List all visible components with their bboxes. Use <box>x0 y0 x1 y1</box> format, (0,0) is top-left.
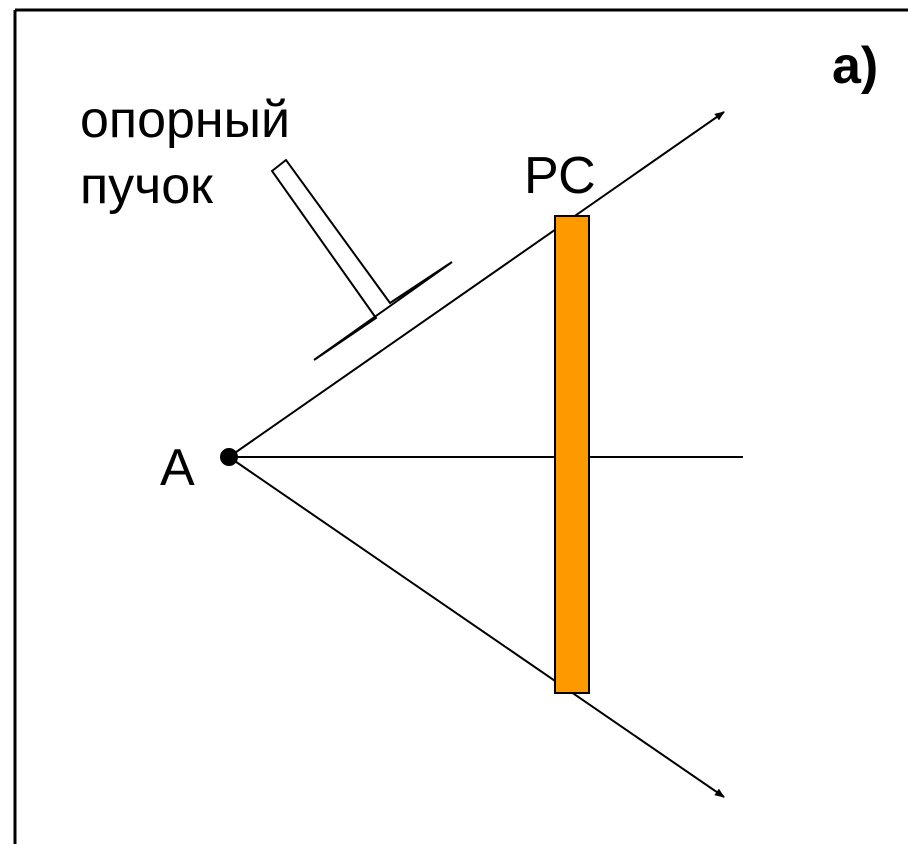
recording-plate <box>554 215 590 694</box>
point-source-label: A <box>160 439 195 497</box>
panel-label: а) <box>832 37 879 95</box>
upper-ray <box>228 111 725 458</box>
reference-beam-label-line2: пучок <box>80 157 213 215</box>
lower-ray <box>228 456 725 798</box>
reference-beam-label-line1: опорный <box>80 91 291 149</box>
recording-plate-label: РС <box>524 147 596 205</box>
figure-border <box>13 8 908 844</box>
point-source <box>220 448 238 466</box>
hollow-arrow-icon <box>270 158 453 361</box>
